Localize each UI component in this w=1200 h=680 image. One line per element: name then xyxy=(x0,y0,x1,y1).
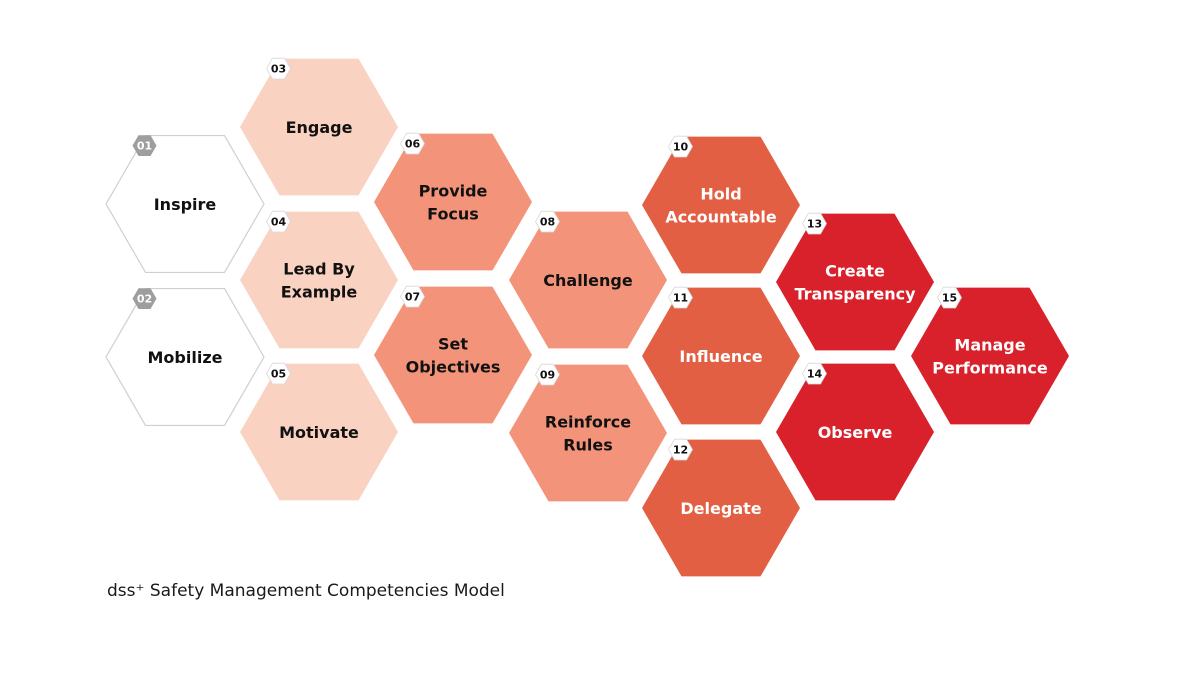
number-badge-label-04: 04 xyxy=(271,216,287,229)
hexagon-shape xyxy=(642,287,800,425)
competency-label-08-line-1: Challenge xyxy=(543,271,633,290)
hexagon-outline-shape xyxy=(105,287,265,427)
competency-08: Challenge 08 xyxy=(509,210,667,349)
competency-label-15-line-2: Performance xyxy=(932,359,1048,378)
competency-04: Lead By Example 04 xyxy=(240,210,398,349)
competency-11: Influence 11 xyxy=(642,286,800,425)
number-badge-label-12: 12 xyxy=(673,444,688,457)
number-badge-icon xyxy=(535,363,560,386)
competency-label-05-line-1: Motivate xyxy=(279,423,359,442)
hexagon-shape xyxy=(776,213,934,351)
competency-label-10-line-1: Hold xyxy=(700,185,741,204)
number-badge-icon xyxy=(668,438,693,461)
competency-14: Observe 14 xyxy=(776,362,934,501)
hexagon-shape xyxy=(509,364,667,502)
hexagon-shape xyxy=(642,136,800,274)
number-badge-label-10: 10 xyxy=(673,141,689,154)
competency-12: Delegate 12 xyxy=(642,438,800,577)
competency-label-09-line-1: Reinforce xyxy=(545,413,631,432)
number-badge-icon xyxy=(132,135,157,156)
number-badge-label-15: 15 xyxy=(942,292,957,305)
hexagon-shape xyxy=(509,211,667,349)
competency-label-10-line-2: Accountable xyxy=(665,208,777,227)
competency-label-04-line-1: Lead By xyxy=(283,260,355,279)
hexagon-shape xyxy=(642,439,800,577)
competency-label-07-line-1: Set xyxy=(438,335,468,354)
number-badge-icon xyxy=(937,286,962,309)
number-badge-label-06: 06 xyxy=(405,138,421,151)
competency-label-07-line-2: Objectives xyxy=(406,358,501,377)
competency-02: Mobilize 02 xyxy=(105,287,265,427)
diagram-caption: dss⁺ Safety Management Competencies Mode… xyxy=(107,581,505,601)
hexagon-shape xyxy=(374,286,532,424)
number-badge-label-01: 01 xyxy=(137,140,152,153)
number-badge-label-02: 02 xyxy=(137,293,152,306)
number-badge-icon xyxy=(266,210,291,233)
competency-label-11-line-1: Influence xyxy=(679,347,762,366)
competency-05: Motivate 05 xyxy=(240,362,398,501)
hexagon-shape xyxy=(911,287,1069,425)
number-badge-label-11: 11 xyxy=(673,292,688,305)
competency-label-01-line-1: Inspire xyxy=(154,195,217,214)
competency-label-06-line-2: Focus xyxy=(427,205,479,224)
number-badge-icon xyxy=(535,210,560,233)
number-badge-icon xyxy=(668,286,693,309)
number-badge-label-07: 07 xyxy=(405,291,420,304)
competency-label-14-line-1: Observe xyxy=(818,423,893,442)
competency-label-03-line-1: Engage xyxy=(286,118,353,137)
number-badge-icon xyxy=(802,212,827,235)
hexagon-shape xyxy=(240,211,398,349)
number-badge-icon xyxy=(266,362,291,385)
number-badge-icon xyxy=(668,135,693,158)
number-badge-icon xyxy=(400,285,425,308)
competency-01: Inspire 01 xyxy=(105,134,265,274)
number-badge-label-13: 13 xyxy=(807,218,822,231)
hexagon-shape xyxy=(776,363,934,501)
number-badge-label-05: 05 xyxy=(271,368,286,381)
hexagon-shape xyxy=(374,133,532,271)
number-badge-label-03: 03 xyxy=(271,63,286,76)
competency-label-06-line-1: Provide xyxy=(419,182,488,201)
number-badge-label-09: 09 xyxy=(540,369,555,382)
number-badge-icon xyxy=(802,362,827,385)
competency-label-12-line-1: Delegate xyxy=(680,499,761,518)
competency-03: Engage 03 xyxy=(240,57,398,196)
number-badge-label-08: 08 xyxy=(540,216,555,229)
competency-label-04-line-2: Example xyxy=(281,283,358,302)
competency-label-13-line-2: Transparency xyxy=(794,285,916,304)
number-badge-icon xyxy=(400,132,425,155)
hexagon-shape xyxy=(240,363,398,501)
competency-label-13-line-1: Create xyxy=(825,262,885,281)
hexagon-shape xyxy=(240,58,398,196)
hexagon-outline-shape xyxy=(105,134,265,274)
competency-label-02-line-1: Mobilize xyxy=(148,348,223,367)
competency-label-09-line-2: Rules xyxy=(563,436,613,455)
number-badge-label-14: 14 xyxy=(807,368,823,381)
number-badge-icon xyxy=(266,57,291,80)
number-badge-icon xyxy=(132,288,157,309)
competency-label-15-line-1: Manage xyxy=(954,336,1025,355)
